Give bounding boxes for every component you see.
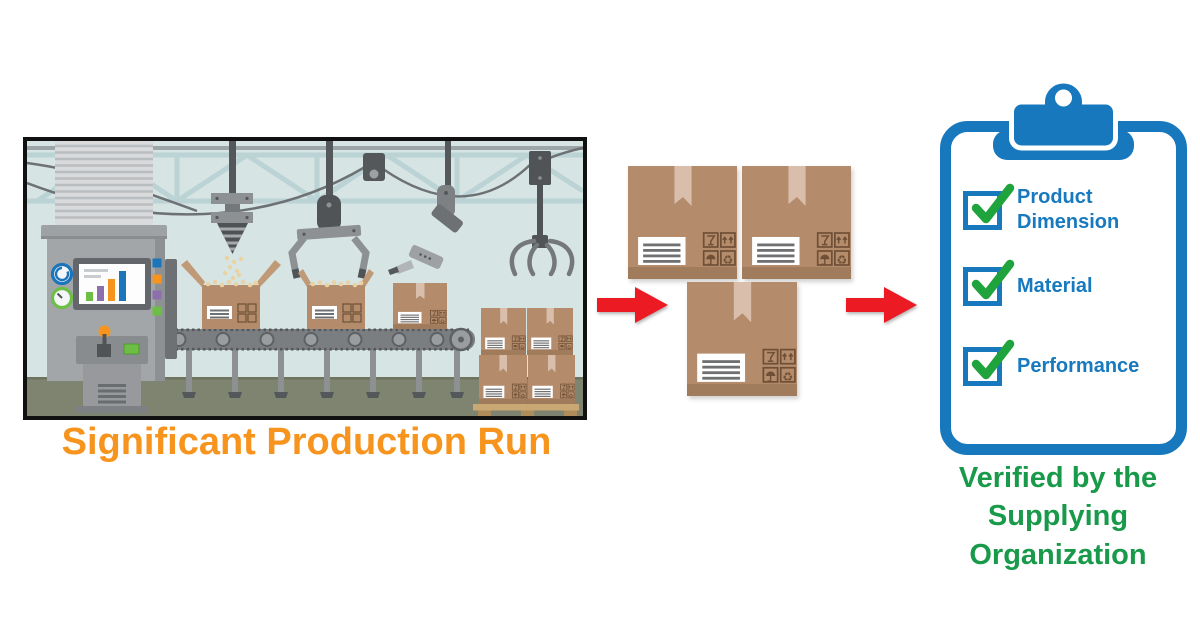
conveyor-belt: [153, 327, 475, 398]
robotic-claw-arm: [509, 151, 575, 277]
machine-buttons: [152, 258, 162, 316]
factory-illustration-frame: [23, 137, 587, 420]
clipboard-clip: [1009, 78, 1118, 151]
checkbox-checked-icon: [963, 183, 1015, 230]
machine-control-pedestal: [76, 325, 148, 413]
flow-arrow-right-icon: [597, 287, 669, 323]
shipping-box: [687, 282, 797, 396]
clip-hole: [1055, 89, 1072, 107]
cable-pulley: [363, 153, 385, 181]
checklist-label: Product Dimension: [1017, 186, 1120, 233]
checklist-item-product-dimension: Product Dimension: [963, 183, 1165, 235]
production-caption: Significant Production Run: [61, 421, 552, 463]
joystick: [98, 325, 111, 338]
shipping-box: [742, 166, 851, 279]
robotic-gripper-arm: [288, 141, 370, 279]
open-shipping-box: [298, 269, 374, 329]
production-machine: [41, 141, 177, 413]
clipboard-icon: [940, 78, 1187, 455]
shipping-boxes-group: [628, 166, 851, 396]
checklist-item-performance: Performance: [963, 339, 1165, 386]
shipping-box: [628, 166, 737, 279]
factory-scene: [27, 141, 583, 416]
checklist-item-material: Material: [963, 259, 1165, 306]
checkmark-icon: [971, 259, 1015, 300]
granule-stream: [222, 255, 244, 281]
robotic-welder-arm: [388, 141, 463, 275]
checkmark-icon: [971, 183, 1015, 223]
green-button: [123, 343, 140, 355]
checkmark-icon: [971, 339, 1015, 380]
open-shipping-box: [181, 260, 281, 329]
checkbox-checked-icon: [963, 259, 1015, 306]
machine-screen-chart: [86, 271, 126, 301]
closed-shipping-box: [393, 283, 447, 329]
verified-caption: Verified by the Supplying Organization: [958, 462, 1158, 571]
flow-arrow-right-icon: [846, 287, 918, 323]
pallet: [473, 404, 579, 411]
checklist-label: Performance: [1017, 355, 1140, 377]
pallet-box-stack: [473, 308, 579, 416]
checklist-label: Material: [1017, 275, 1093, 297]
checkbox-checked-icon: [963, 339, 1015, 386]
verification-clipboard: Product Dimension Material Performance: [937, 78, 1190, 459]
